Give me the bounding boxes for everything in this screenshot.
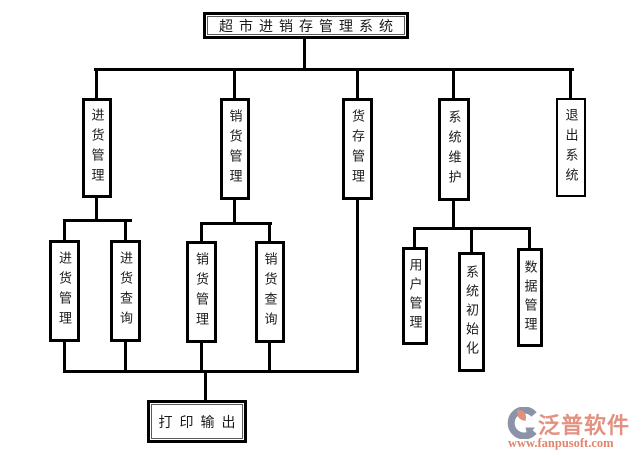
connector-drop-purchase <box>95 68 98 98</box>
node-system-maintenance: 系统维护 <box>438 98 470 201</box>
node-purchase-query: 进货查询 <box>110 240 141 342</box>
node-purchase-management-sub-label: 进货管理 <box>57 251 72 331</box>
connector-drop-data-mgmt <box>528 227 531 248</box>
node-sales-query: 销货查询 <box>255 241 285 343</box>
node-exit-system: 退出系统 <box>556 98 586 197</box>
connector-maintenance-stem <box>452 201 455 227</box>
node-inventory-management: 货存管理 <box>342 98 373 200</box>
connector-purchase-split <box>63 219 132 222</box>
node-print-output: 打印输出 <box>147 400 247 443</box>
node-sales-management: 销货管理 <box>220 98 250 200</box>
connector-drop-maintenance <box>452 68 455 98</box>
connector-inventory-longline <box>356 200 359 373</box>
node-sales-query-label: 销货查询 <box>262 252 278 332</box>
connector-riser-sales-sub <box>200 343 203 370</box>
node-system-maintenance-label: 系统维护 <box>446 109 462 190</box>
node-system-initialization: 系统初始化 <box>458 252 485 372</box>
node-data-management-label: 数据管理 <box>522 259 538 336</box>
connector-drop-exit <box>569 68 572 98</box>
connector-drop-system-init <box>470 227 473 252</box>
connector-purchase-stem <box>95 198 98 222</box>
watermark-url: www.fanpusoft.com <box>508 436 614 450</box>
connector-drop-inventory <box>356 68 359 98</box>
connector-drop-purchase-query <box>124 219 127 240</box>
connector-sales-stem <box>233 200 236 225</box>
node-user-management: 用户管理 <box>402 247 428 345</box>
connector-sales-split <box>200 222 272 225</box>
node-sales-management-label: 销货管理 <box>227 109 243 189</box>
node-purchase-management-sub: 进货管理 <box>49 240 80 342</box>
watermark-brand: 泛普软件 <box>538 413 631 438</box>
connector-drop-sales <box>233 68 236 98</box>
node-purchase-management-label: 进货管理 <box>89 108 105 188</box>
node-sales-management-sub-label: 销货管理 <box>194 252 209 332</box>
connector-print-collector <box>63 370 359 373</box>
connector-drop-sales-sub <box>200 222 203 241</box>
connector-drop-sales-query <box>268 222 271 241</box>
connector-root-stem <box>303 39 306 68</box>
fanpu-logo-icon <box>507 407 537 439</box>
node-inventory-management-label: 货存管理 <box>350 109 365 189</box>
node-print-output-label: 打印输出 <box>158 415 243 431</box>
node-user-management-label: 用户管理 <box>407 258 423 334</box>
node-sales-management-sub: 销货管理 <box>186 241 217 343</box>
connector-riser-purchase-query <box>124 342 127 370</box>
watermark: 泛普软件 www.fanpusoft.com <box>505 405 635 451</box>
connector-riser-sales-query <box>268 343 271 370</box>
node-system-initialization-label: 系统初始化 <box>464 264 479 360</box>
connector-drop-user-mgmt <box>413 227 416 247</box>
node-root: 超市进销存管理系统 <box>203 12 409 39</box>
connector-drop-purchase-sub <box>63 219 66 240</box>
node-purchase-query-label: 进货查询 <box>118 251 133 331</box>
connector-riser-purchase-sub <box>63 342 66 370</box>
node-purchase-management: 进货管理 <box>82 98 112 198</box>
connector-print-stem <box>204 373 207 400</box>
node-exit-system-label: 退出系统 <box>563 107 579 188</box>
connector-trunk <box>94 68 574 71</box>
node-root-label: 超市进销存管理系统 <box>219 19 399 35</box>
node-data-management: 数据管理 <box>517 248 543 347</box>
